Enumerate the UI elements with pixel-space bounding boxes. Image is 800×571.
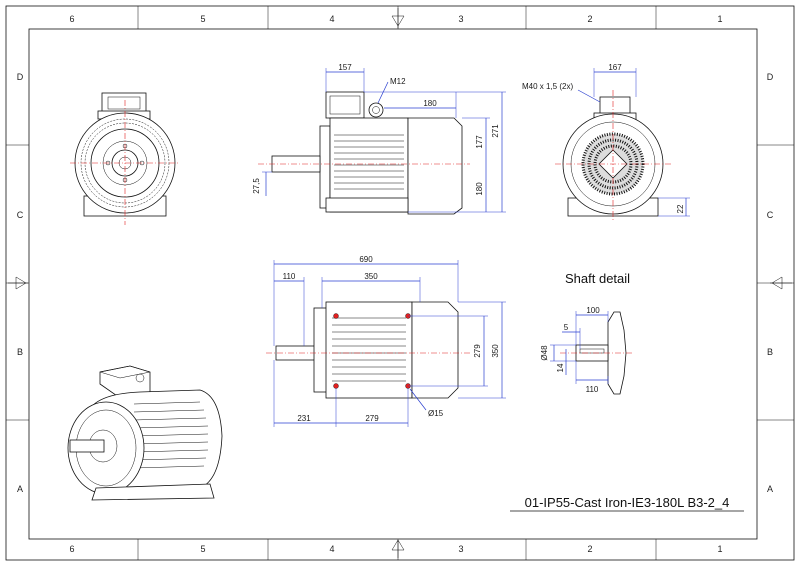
shaft-detail-heading: Shaft detail xyxy=(565,271,630,286)
dim-lifting-eye-thread: M12 xyxy=(390,77,406,86)
dim-terminal-box-width: 157 xyxy=(338,63,352,72)
zone-col-6-bottom: 6 xyxy=(69,544,74,554)
dim-foot-width: 279 xyxy=(473,344,482,358)
zone-row-b-left: B xyxy=(17,347,23,357)
dim-shaft-height: 180 xyxy=(475,182,484,196)
zone-col-1-top: 1 xyxy=(717,14,722,24)
zone-labels: 6 5 4 3 2 1 6 5 4 3 2 1 D C B A D C B A xyxy=(17,14,774,554)
dim-shaft-radius: 27,5 xyxy=(252,178,261,194)
zone-row-c-left: C xyxy=(17,210,24,220)
centering-marks xyxy=(8,8,792,558)
side-view-dimensions: 157 M12 180 271 177 180 27,5 xyxy=(252,63,506,213)
zone-col-1-bottom: 1 xyxy=(717,544,722,554)
zone-col-4-top: 4 xyxy=(329,14,334,24)
dim-shaft-to-foot: 231 xyxy=(297,414,311,423)
dim-hole-diameter: Ø15 xyxy=(428,409,444,418)
dim-box-height: 177 xyxy=(475,135,484,149)
dim-shaft-length: 110 xyxy=(283,272,296,281)
zone-col-5-bottom: 5 xyxy=(200,544,205,554)
zone-col-4-bottom: 4 xyxy=(329,544,334,554)
zone-row-c-right: C xyxy=(767,210,774,220)
end-view-dimensions: 167 M40 x 1,5 (2x) 22 xyxy=(522,63,690,217)
zone-col-3-top: 3 xyxy=(458,14,463,24)
zone-col-2-bottom: 2 xyxy=(587,544,592,554)
title-block: 01-IP55-Cast Iron-IE3-180L B3-2_4 xyxy=(510,495,744,512)
end-view xyxy=(555,90,672,222)
dim-shaft-length-detail: 110 xyxy=(586,385,599,394)
dim-key-offset: 5 xyxy=(564,323,569,332)
zone-row-a-left: A xyxy=(17,484,23,494)
dim-foot-span: 350 xyxy=(364,272,378,281)
zone-row-d-left: D xyxy=(17,72,24,82)
zone-col-5-top: 5 xyxy=(200,14,205,24)
dim-cable-gland: M40 x 1,5 (2x) xyxy=(522,82,573,91)
inner-border xyxy=(28,28,758,540)
zone-col-3-bottom: 3 xyxy=(458,544,463,554)
top-view xyxy=(266,301,470,399)
dim-shaft-overall: 100 xyxy=(586,306,600,315)
drawing-number: 01-IP55-Cast Iron-IE3-180L B3-2_4 xyxy=(525,495,730,510)
dim-box-offset: 180 xyxy=(423,99,437,108)
zone-row-a-right: A xyxy=(767,484,773,494)
dim-key-width: 14 xyxy=(556,363,565,372)
shaft-detail-view xyxy=(560,311,632,395)
dim-total-height: 271 xyxy=(491,124,500,138)
front-view xyxy=(70,92,180,225)
dim-shaft-diameter: Ø48 xyxy=(540,345,549,361)
shaft-detail-dimensions: 100 5 Ø48 14 110 xyxy=(540,306,609,394)
dim-foot-thickness: 22 xyxy=(676,204,685,213)
zone-row-d-right: D xyxy=(767,72,774,82)
dim-overall-width: 350 xyxy=(491,344,500,358)
dim-overall-length: 690 xyxy=(359,255,373,264)
isometric-view xyxy=(67,365,223,501)
top-view-dimensions: 690 110 350 279 350 231 279 Ø15 xyxy=(273,255,506,427)
dim-foot-length: 279 xyxy=(365,414,379,423)
zone-row-b-right: B xyxy=(767,347,773,357)
dim-end-box-width: 167 xyxy=(608,63,622,72)
zone-col-2-top: 2 xyxy=(587,14,592,24)
side-view xyxy=(258,91,470,215)
zone-col-6-top: 6 xyxy=(69,14,74,24)
